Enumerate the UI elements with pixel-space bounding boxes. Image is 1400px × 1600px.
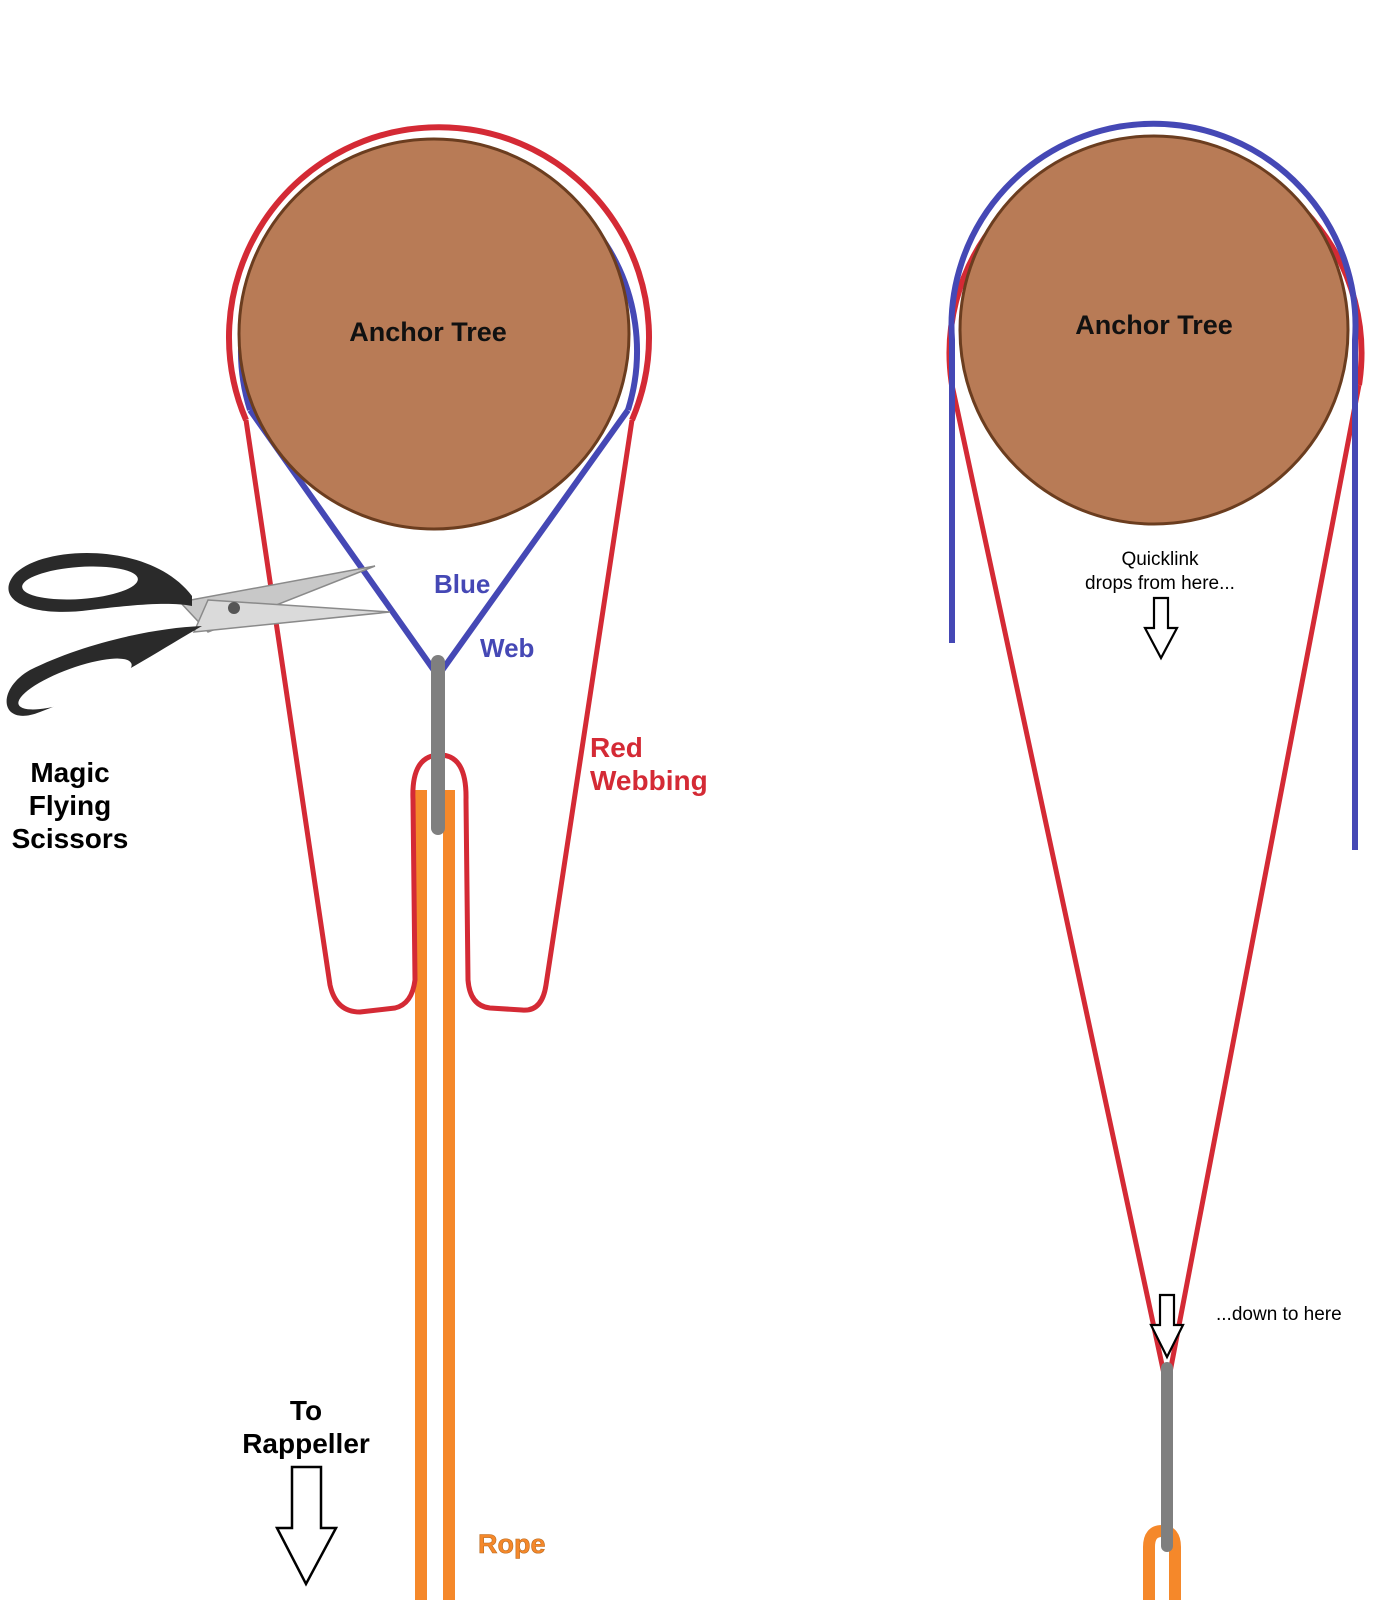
right-blue-webbing (948, 120, 1359, 850)
blue-label-line2: Web (480, 633, 534, 663)
red-label-line2: Webbing (590, 765, 708, 796)
drop-label-line1: Quicklink (1121, 549, 1199, 570)
drop-arrow-icon (1143, 596, 1179, 661)
down-arrow-icon (274, 1465, 339, 1587)
right-diagram: Anchor Tree Quicklink drops from here...… (946, 120, 1365, 1600)
right-red-webbing-legs (949, 384, 1362, 1391)
down-to-here-label: ...down to here (1216, 1304, 1342, 1325)
anchor-tree (237, 137, 631, 531)
rappeller-label-line1: To (290, 1395, 322, 1426)
rappeller-label-line2: Rappeller (242, 1428, 370, 1459)
left-diagram: Anchor Tree Blue Web Red Webbing Magic F… (6, 124, 708, 1600)
scissors-label-line2: Flying (29, 790, 111, 821)
red-label-line1: Red (590, 732, 643, 763)
rope-label: Rope (478, 1529, 546, 1559)
down-to-here-arrow-icon (1149, 1293, 1185, 1360)
scissors-label-line3: Scissors (12, 823, 129, 854)
scissors-icon (6, 552, 391, 716)
drop-label-line2: drops from here... (1085, 573, 1235, 594)
scissors-label-line1: Magic (30, 757, 109, 788)
right-anchor-tree (958, 134, 1350, 526)
right-tree-label: Anchor Tree (1075, 310, 1233, 340)
left-tree-label: Anchor Tree (349, 317, 507, 347)
blue-label-line1: Blue (434, 569, 490, 599)
red-webbing-wrap (226, 124, 652, 422)
